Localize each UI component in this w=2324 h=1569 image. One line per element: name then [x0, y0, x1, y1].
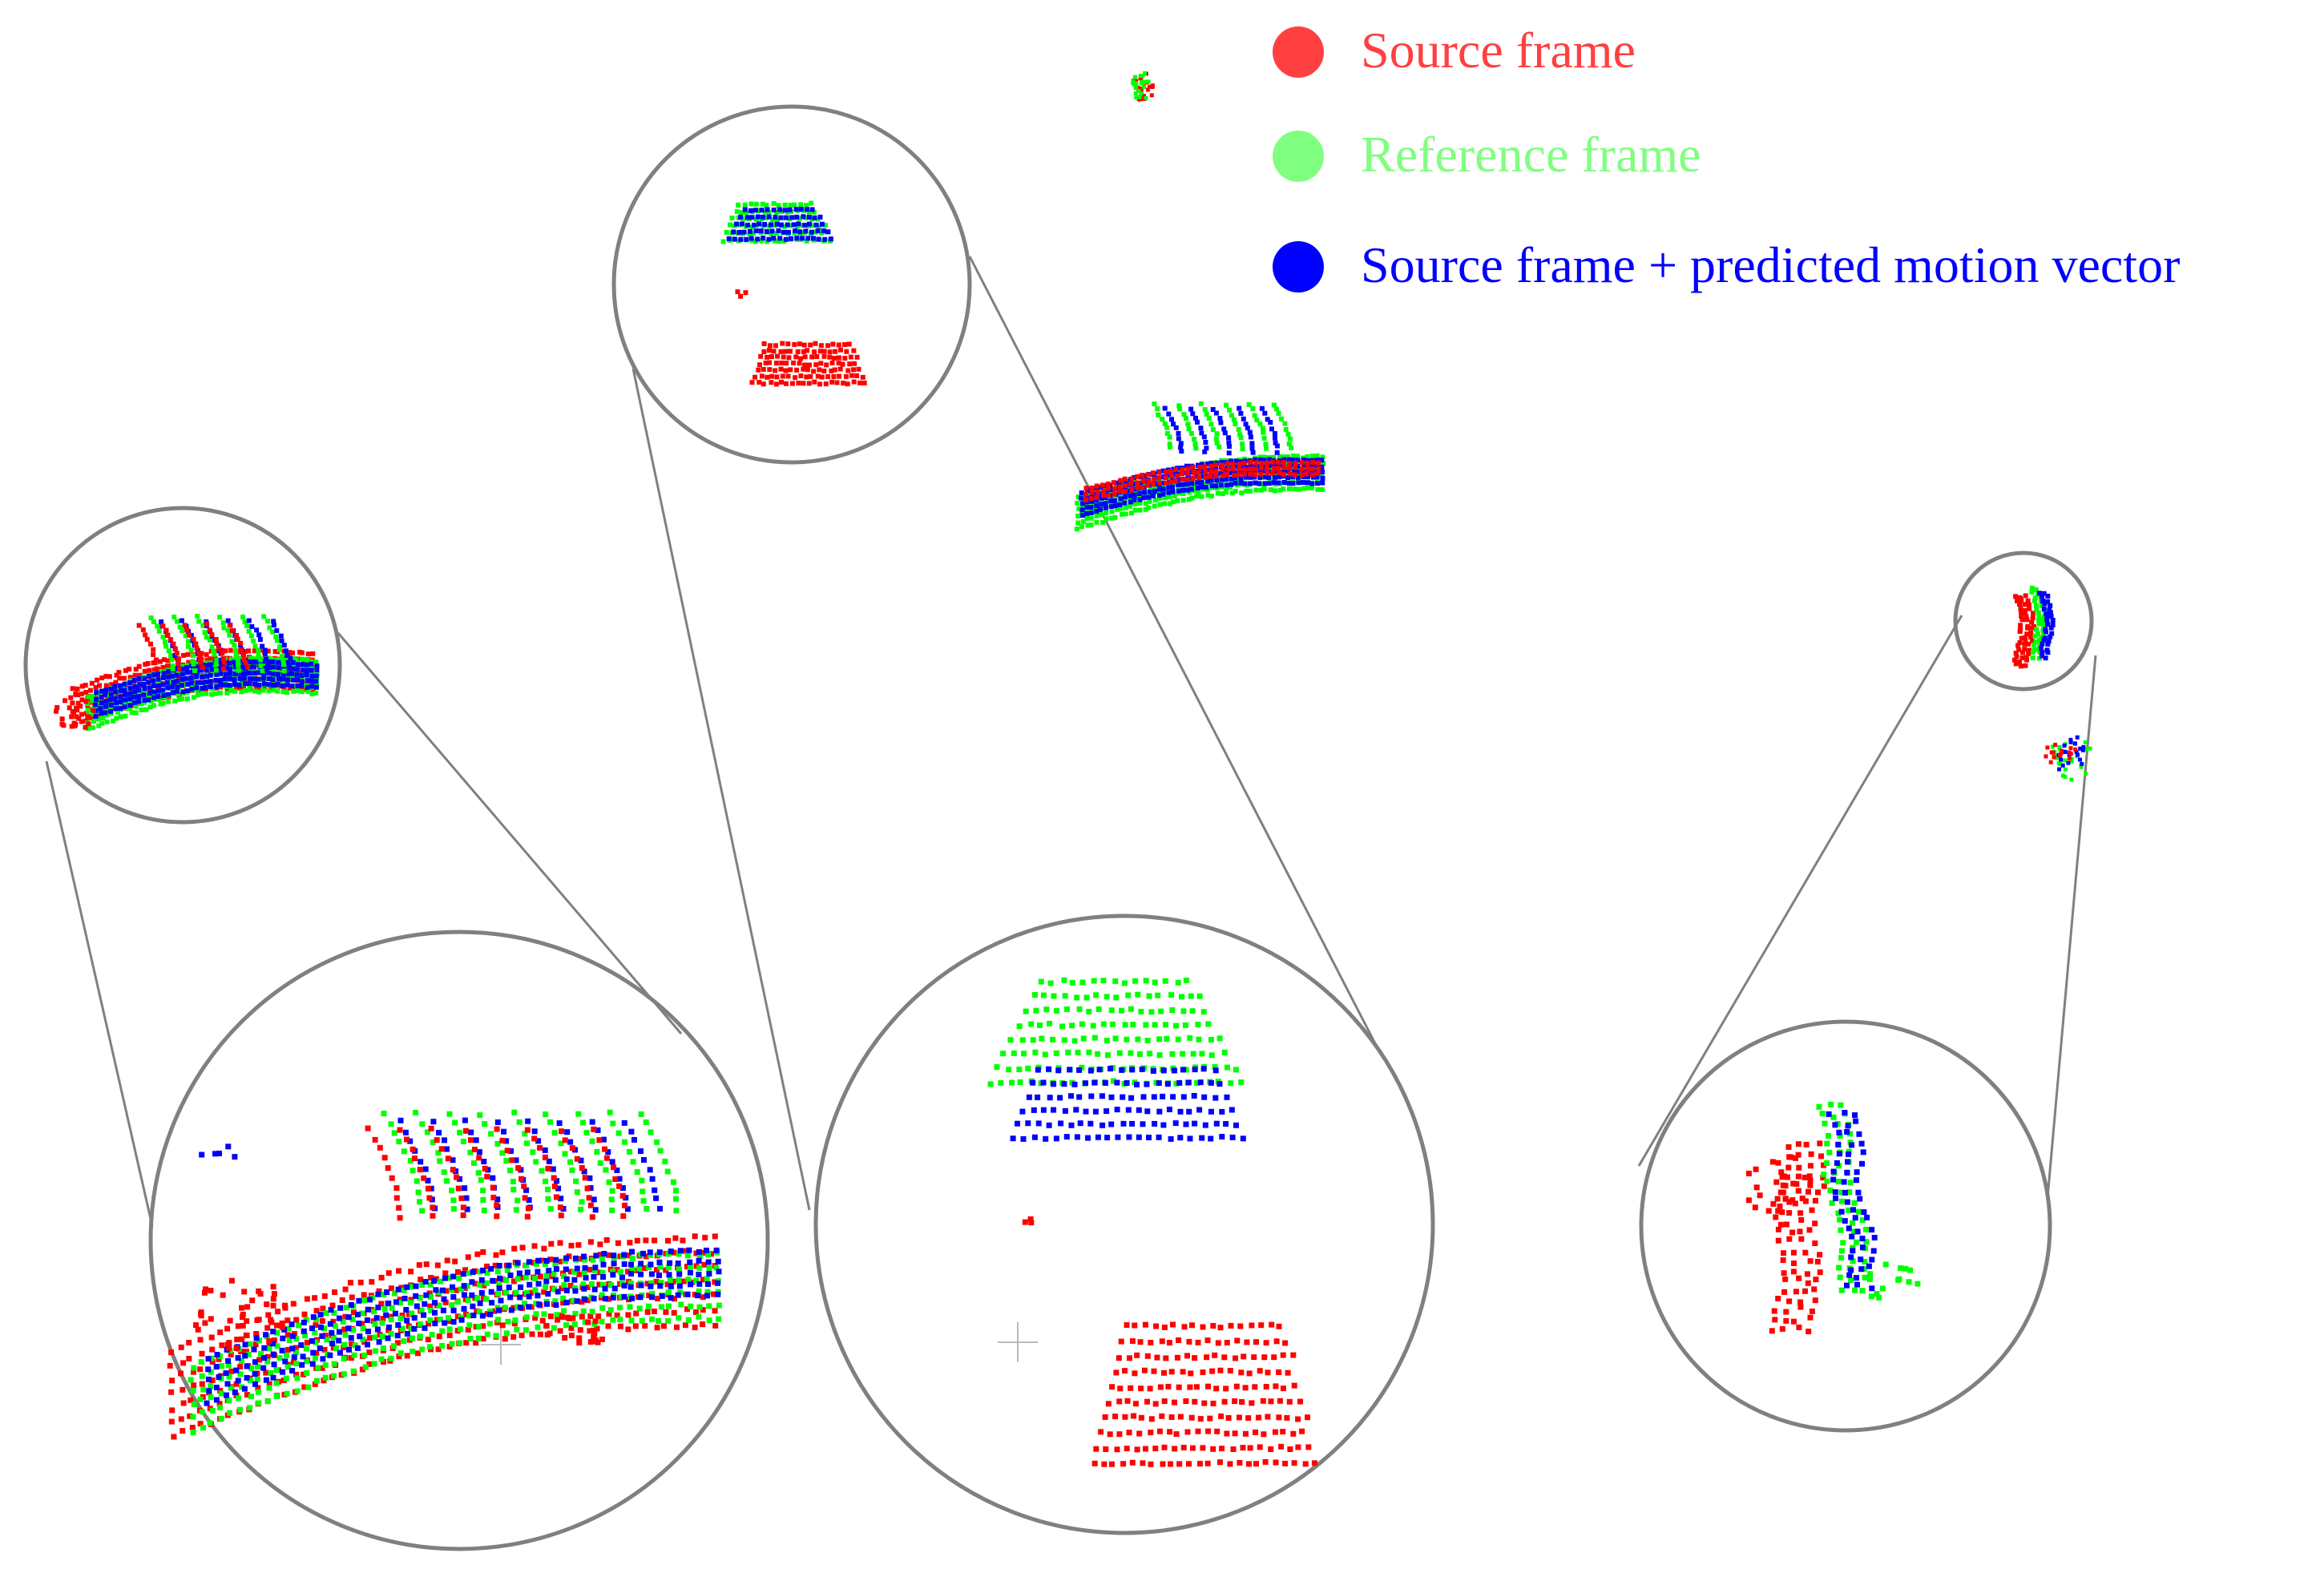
object-middle-small-points	[720, 200, 867, 387]
magnifier-large-pedestrian	[1639, 1019, 2052, 1433]
callout-line-right-b	[2046, 655, 2097, 1199]
car-middle-points	[1074, 401, 1326, 532]
crosshair-left	[481, 1325, 521, 1365]
callout-line-mid-a	[631, 368, 811, 1211]
legend-label-reference: Reference frame	[1361, 126, 1701, 183]
crosshair-middle	[998, 1322, 1038, 1362]
legend-item-source: Source frame	[1273, 22, 1636, 79]
object-top-tiny-points	[1131, 71, 1155, 102]
magnifier-small-car-left	[23, 506, 342, 825]
magnifier-circles	[23, 104, 2094, 1551]
callout-line-left-b	[337, 632, 683, 1035]
legend-marker-reference	[1273, 131, 1324, 182]
magnifier-large-object-middle	[813, 914, 1435, 1535]
car-left-small-points	[54, 613, 320, 732]
car-left-large-points	[167, 1109, 722, 1440]
legend-label-source: Source frame	[1361, 22, 1636, 79]
legend-item-reference: Reference frame	[1273, 126, 1701, 183]
callout-line-left-a	[45, 760, 154, 1227]
magnifier-large-car-left	[148, 930, 770, 1551]
crosshairs	[481, 1322, 1038, 1365]
legend-marker-source	[1273, 26, 1324, 78]
pedestrian-large-points	[1745, 1101, 1921, 1335]
magnifier-small-object-top	[611, 104, 972, 465]
legend-item-predicted: Source frame + predicted motion vector	[1273, 236, 2180, 293]
callout-line-right-a	[1637, 615, 1963, 1167]
point-clouds	[54, 71, 2092, 1467]
callout-lines	[45, 256, 2097, 1227]
legend-marker-predicted	[1273, 241, 1324, 292]
object-middle-large-points	[987, 977, 1317, 1467]
callout-line-mid-b	[968, 256, 1380, 1051]
legend: Source frame Reference frame Source fram…	[1273, 22, 2180, 293]
pedestrian-small-points	[2011, 585, 2092, 782]
magnifier-small-pedestrian	[1953, 551, 2094, 692]
legend-label-predicted: Source frame + predicted motion vector	[1361, 236, 2180, 293]
